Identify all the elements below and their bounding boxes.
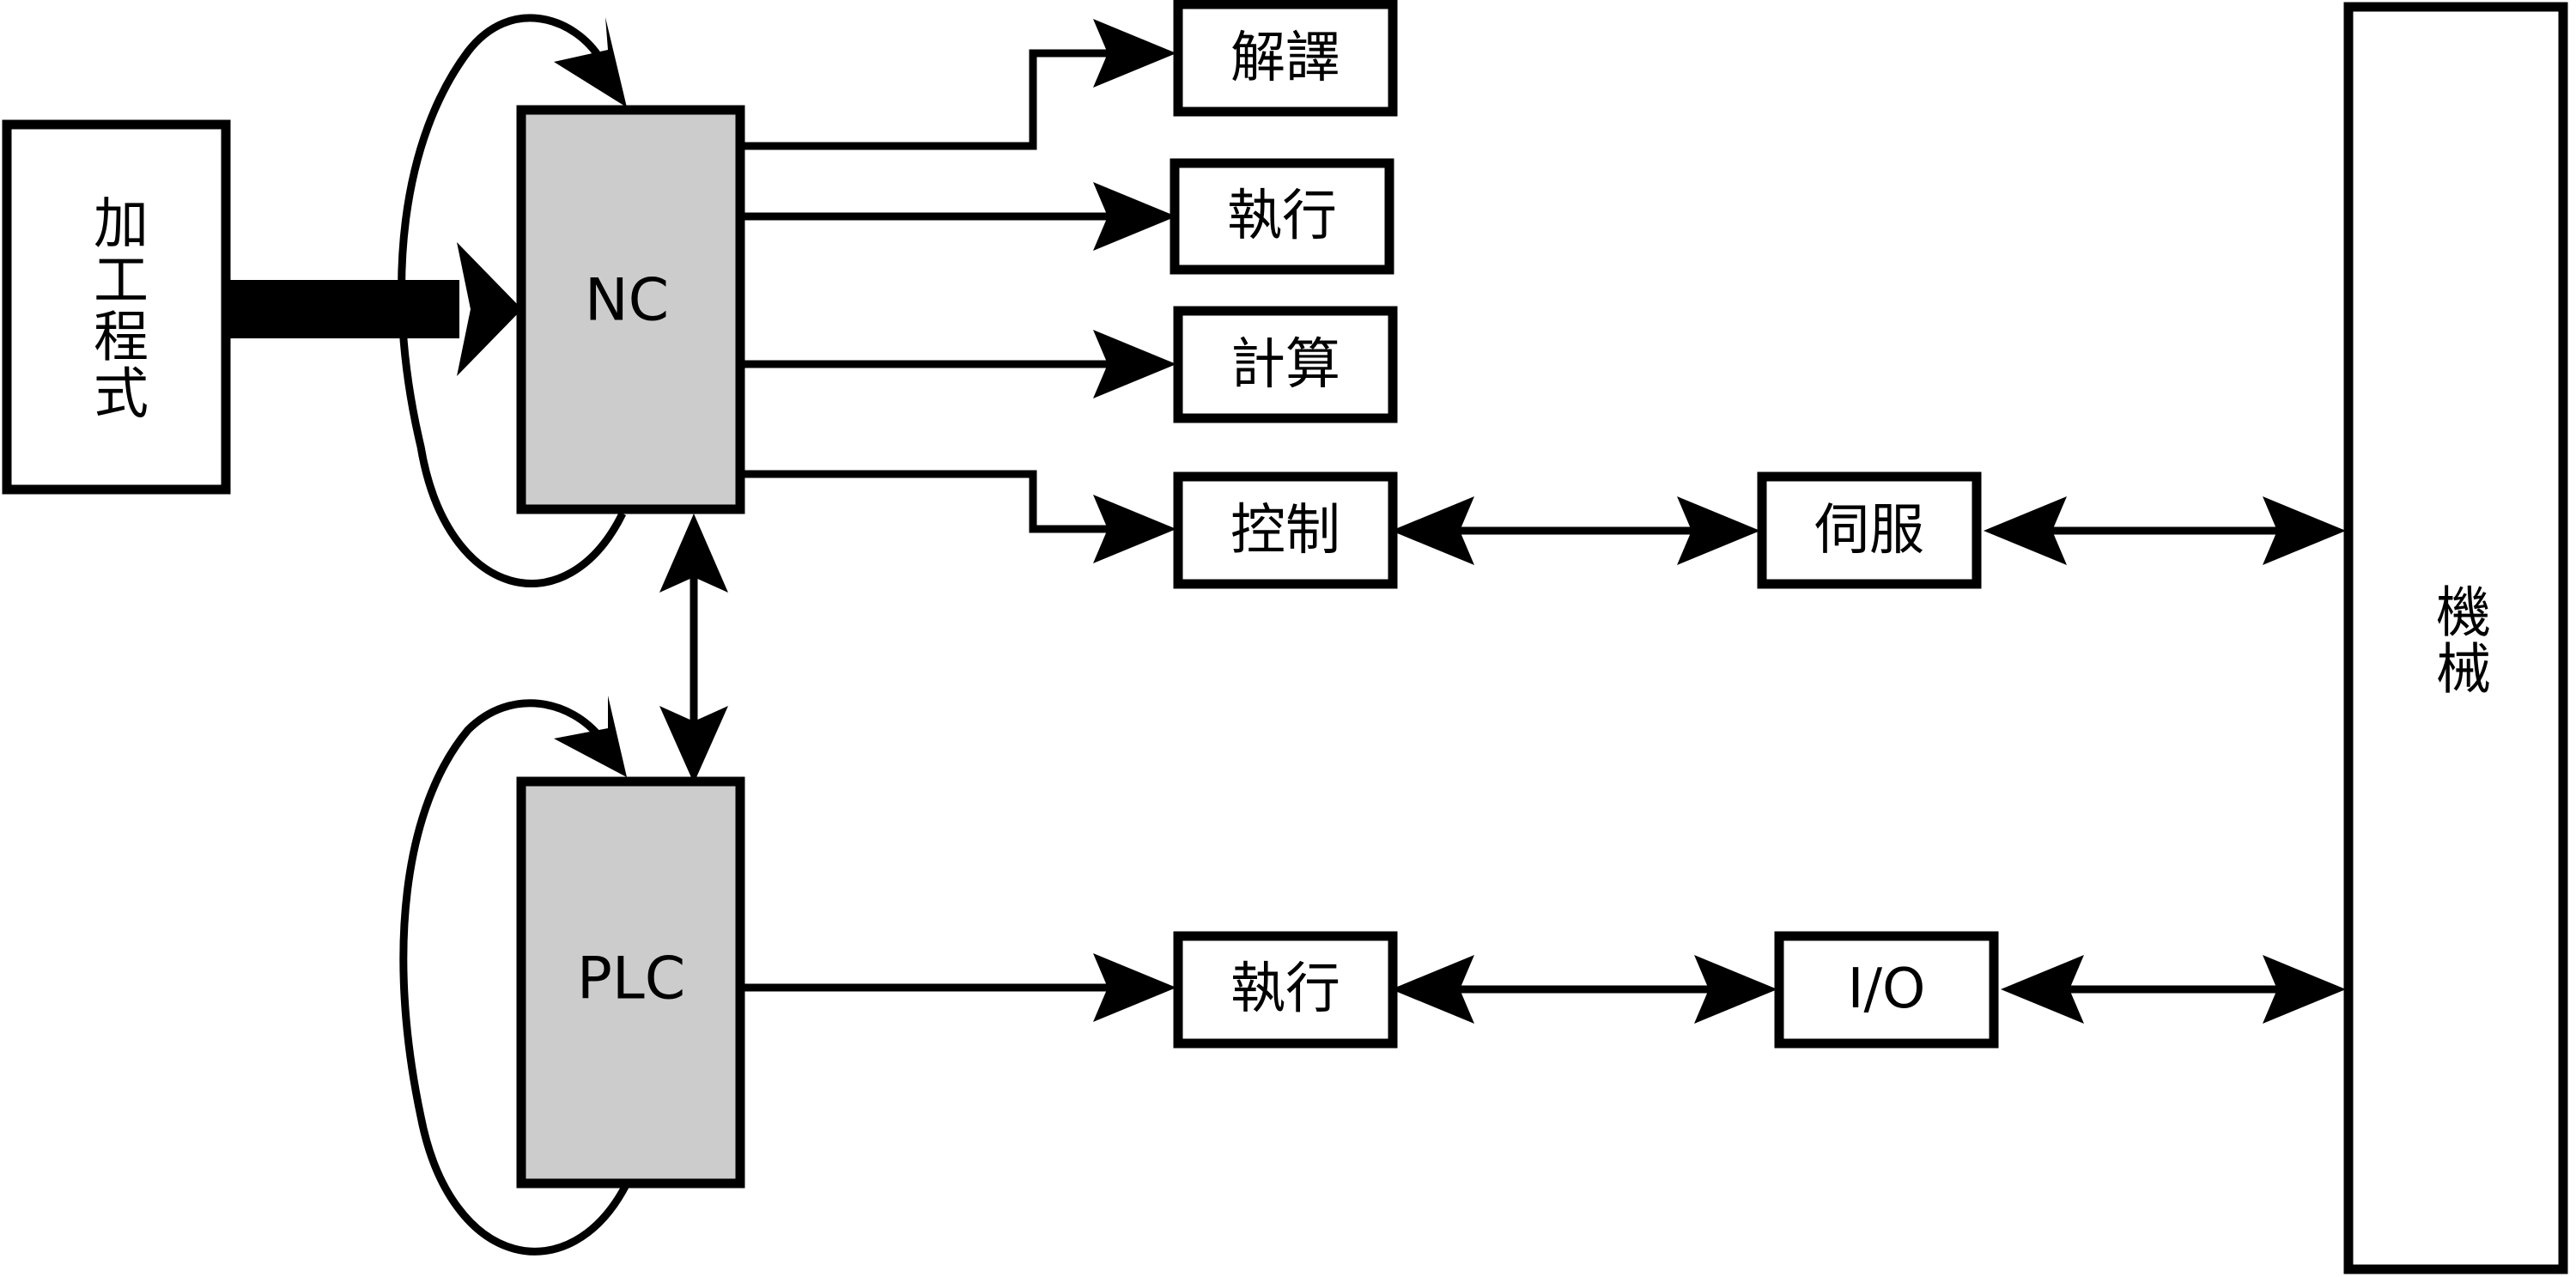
control-label: 控制 [1230, 499, 1340, 562]
compute-node: 計算 [1173, 306, 1398, 423]
io-node: I/O [1774, 931, 1999, 1049]
interpret-label: 解譯 [1230, 27, 1340, 90]
plc-label: PLC [577, 946, 685, 1013]
program-to-nc-arrowhead [457, 242, 522, 376]
nc-to-interpret-arrowhead [1093, 19, 1176, 88]
program-to-nc-shaft [228, 280, 459, 338]
control-servo-arrowhead-right [1677, 496, 1760, 565]
plc-to-execute-arrowhead [1093, 953, 1176, 1022]
control-servo-arrowhead-left [1391, 496, 1474, 565]
plc-self-loop [399, 699, 631, 1256]
io-label: I/O [1848, 958, 1926, 1021]
nc-to-interpret-line [743, 49, 1108, 150]
nc-plc-arrowhead-up [659, 514, 728, 593]
servo-node: 伺服 [1757, 471, 1982, 589]
program-node: 加工程式 [2, 119, 231, 495]
execute-plc-label: 執行 [1230, 958, 1340, 1021]
nc-plc-arrowhead-down [659, 706, 728, 783]
nc-to-compute-arrowhead [1093, 330, 1176, 398]
machine-node: 機械 [2343, 2, 2568, 1274]
plc-node: PLC [516, 776, 745, 1189]
machine-label: 機械 [2427, 583, 2490, 696]
program-label: 加工程式 [84, 194, 148, 421]
execute-io-arrowhead-left [1391, 955, 1474, 1024]
nc-node: NC [516, 105, 745, 514]
compute-label: 計算 [1230, 333, 1340, 397]
nc-to-execute-arrowhead [1093, 182, 1176, 251]
execute-plc-node: 執行 [1173, 931, 1398, 1049]
servo-label: 伺服 [1814, 499, 1924, 562]
control-node: 控制 [1173, 471, 1398, 589]
interpret-node: 解譯 [1173, 0, 1398, 117]
nc-loop-arrowhead [554, 17, 627, 107]
execute-nc-node: 執行 [1170, 158, 1394, 275]
execute-nc-label: 執行 [1227, 185, 1337, 248]
nc-to-control-line [743, 470, 1108, 533]
io-machine-arrowhead-right [2263, 955, 2346, 1024]
servo-machine-arrowhead-left [1984, 496, 2067, 565]
plc-loop-arrowhead [554, 696, 627, 777]
nc-label: NC [585, 267, 669, 335]
io-machine-arrowhead-left [2001, 955, 2084, 1024]
execute-io-arrowhead-right [1694, 955, 1777, 1024]
servo-machine-arrowhead-right [2263, 496, 2346, 565]
nc-to-control-arrowhead [1093, 495, 1176, 563]
